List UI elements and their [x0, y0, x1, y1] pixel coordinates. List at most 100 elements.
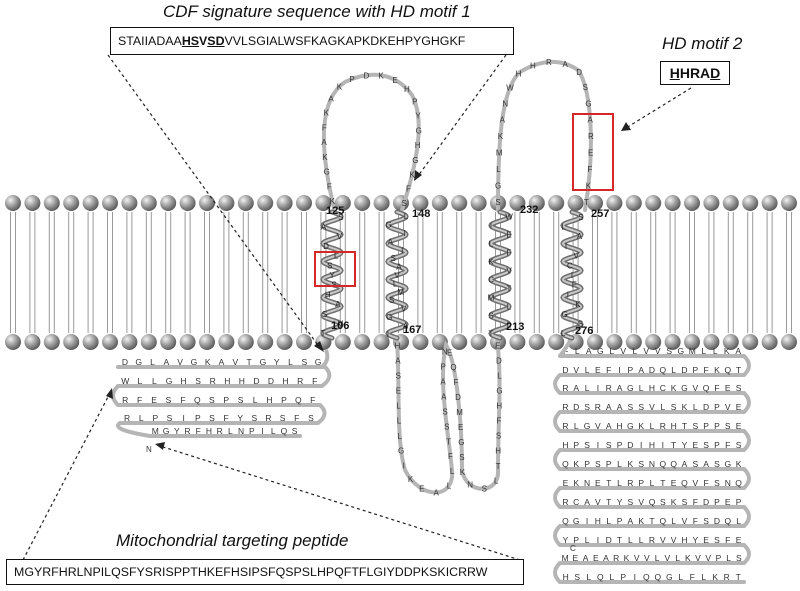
- tm-helix-4-residue: S: [578, 213, 583, 222]
- cdf-sequence-box: STAIIADAAHSVSDVVLSGIALWSFKAGKAPKDKEHPYGH…: [110, 27, 514, 55]
- n-term-row-residue: G: [315, 357, 322, 367]
- loop3-residue: T: [584, 198, 589, 207]
- loop3-residue: S: [495, 198, 500, 207]
- cdf-seq-hs: HS: [181, 34, 200, 48]
- c-term-row-residue: S: [692, 421, 698, 431]
- c-term-row-residue: R: [562, 383, 568, 393]
- c-term-row-residue: M: [689, 346, 696, 356]
- c-term-row-residue: L: [617, 478, 622, 488]
- n-term-turn: [111, 384, 120, 407]
- c-term-row-residue: H: [649, 440, 655, 450]
- n-term-row-residue: H: [181, 376, 187, 386]
- lipid-head-top: [509, 195, 526, 211]
- lipid-head-top: [257, 195, 274, 211]
- c-term-row-residue: S: [628, 402, 634, 412]
- n-term-row-residue: S: [195, 376, 201, 386]
- lipid-head-bottom: [82, 334, 99, 350]
- c-term-row-residue: T: [606, 497, 611, 507]
- c-term-row-residue: I: [586, 516, 588, 526]
- c-term-row-residue: Q: [724, 365, 731, 375]
- lipid-head-bottom: [451, 334, 468, 350]
- n-term-row-residue: G: [260, 357, 267, 367]
- tm-helix-4-residue: I: [571, 271, 573, 280]
- tm-helix-1-residue: A: [335, 300, 341, 309]
- loop1-residue: A: [321, 138, 327, 147]
- loop2-residue: G: [496, 387, 502, 396]
- c-terminus-label: C: [570, 544, 576, 553]
- loop2-residue: I: [403, 462, 405, 471]
- c-term-row-residue: A: [617, 383, 623, 393]
- loop1-residue: K: [378, 71, 384, 80]
- tm-helix-1-residue: A: [321, 223, 327, 232]
- tm-helix-3-residue: W: [505, 213, 513, 222]
- hd-motif2-highlight-box: [572, 113, 614, 191]
- c-term-row-residue: F: [693, 516, 698, 526]
- c-term-turn: [553, 524, 562, 547]
- lipid-head-top: [567, 195, 584, 211]
- c-term-row-residue: L: [585, 383, 590, 393]
- c-term-row-residue: K: [624, 553, 630, 563]
- n-term-row-residue: L: [271, 426, 276, 436]
- c-term-row-residue: Y: [617, 497, 623, 507]
- residue-number-106: 106: [331, 320, 349, 332]
- c-term-row-residue: N: [584, 478, 590, 488]
- lipid-head-top: [82, 195, 99, 211]
- c-term-row-residue: L: [650, 478, 655, 488]
- loop2-residue: F: [496, 417, 501, 426]
- tm-helix-4-residue: V: [574, 252, 580, 261]
- loop1-residue: A: [328, 95, 334, 104]
- c-term-row-residue: F: [714, 383, 719, 393]
- loop2-residue: E: [396, 387, 401, 396]
- tm-helix-4-residue: C: [567, 261, 573, 270]
- loop2-residue: G: [458, 438, 464, 447]
- mito-arrowhead-right: [155, 442, 165, 450]
- c-term-row-residue: I: [597, 383, 599, 393]
- loop1-residue: E: [392, 76, 397, 85]
- n-term-turn: [320, 365, 332, 388]
- tm-helix-1-residue: V: [338, 319, 344, 328]
- c-term-row-residue: L: [675, 553, 680, 563]
- hd2-hra: HRA: [679, 65, 711, 81]
- c-term-row-residue: T: [736, 365, 741, 375]
- residue-number-167: 167: [403, 324, 421, 336]
- n-term-row-residue: I: [261, 426, 263, 436]
- c-term-turn: [553, 561, 562, 584]
- c-term-row-residue: I: [640, 440, 642, 450]
- c-term-row-residue: S: [703, 516, 709, 526]
- c-term-row-residue: S: [725, 421, 731, 431]
- n-term-row-residue: H: [283, 376, 289, 386]
- c-term-row-residue: P: [714, 497, 720, 507]
- lipid-head-bottom: [761, 334, 778, 350]
- cdf-seq-v: V: [199, 34, 208, 48]
- n-term-row-residue: S: [292, 426, 298, 436]
- loop3-residue: W: [506, 84, 514, 93]
- c-term-row-residue: A: [586, 346, 592, 356]
- loop2-residue: L: [494, 477, 499, 486]
- c-term-row-residue: T: [736, 572, 741, 582]
- c-term-row-residue: V: [643, 346, 649, 356]
- loop2-residue: Q: [450, 363, 456, 372]
- loop3-backbone: [496, 59, 593, 212]
- c-term-row-residue: S: [714, 478, 720, 488]
- c-term-row-residue: K: [724, 346, 730, 356]
- lipid-head-top: [587, 195, 603, 211]
- tm-helix-2-residue: L: [393, 279, 398, 288]
- n-term-row-residue: D: [268, 376, 274, 386]
- n-term-row-residue: Q: [194, 395, 201, 405]
- c-term-row-residue: G: [666, 572, 673, 582]
- c-term-row-residue: V: [620, 346, 626, 356]
- loop3-residue: K: [586, 182, 592, 191]
- loop2-residue: H: [394, 342, 400, 351]
- n-term-row-residue: G: [163, 426, 170, 436]
- hd-motif2-title: HD motif 2: [662, 34, 743, 53]
- c-term-row-residue: I: [662, 440, 664, 450]
- lipid-head-bottom: [237, 334, 254, 350]
- c-term-turn: [742, 429, 751, 452]
- c-term-row-residue: D: [573, 402, 579, 412]
- c-term-row-residue: E: [736, 402, 742, 412]
- loop1-residue: F: [406, 185, 411, 194]
- c-term-row-residue: I: [597, 535, 599, 545]
- lipid-head-top: [276, 195, 293, 211]
- tm-helix-3-residue: S: [488, 312, 493, 321]
- loop1-residue: G: [324, 168, 330, 177]
